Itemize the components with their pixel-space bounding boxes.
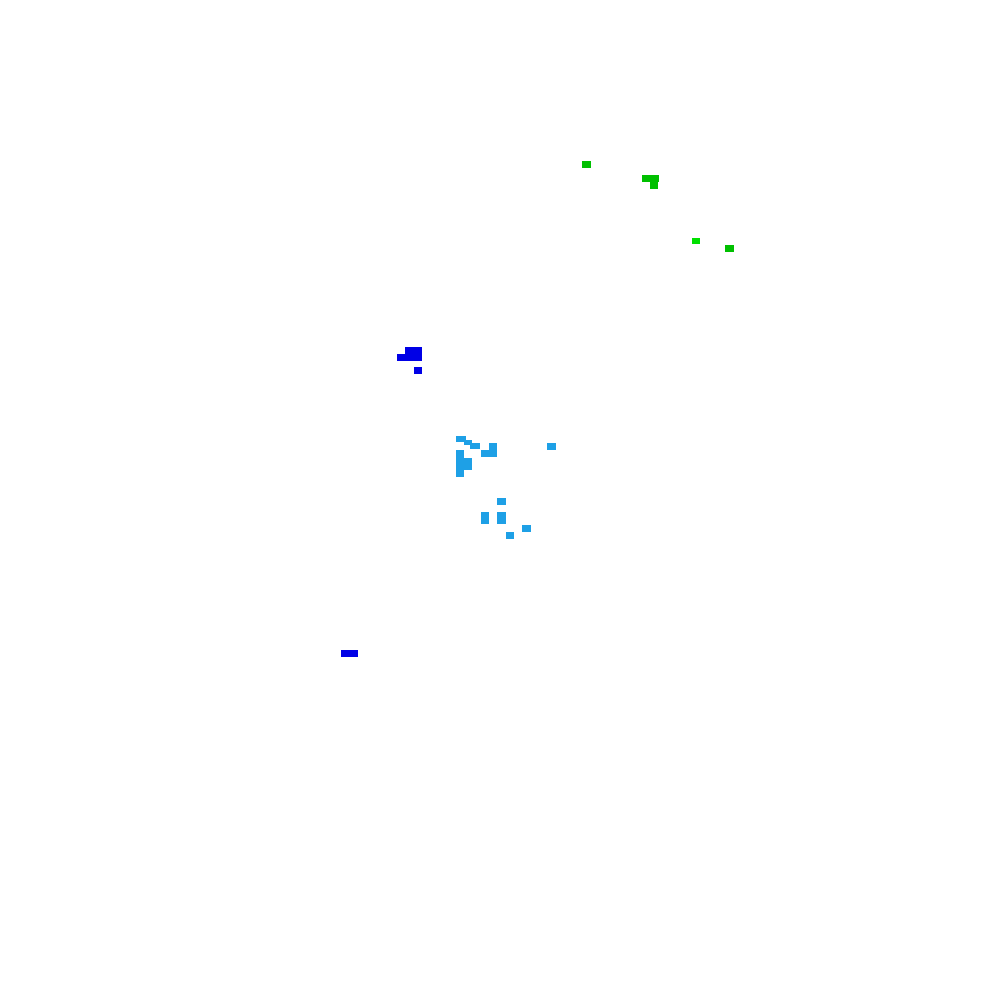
green-pixel <box>650 182 658 189</box>
light-blue-pixel <box>470 443 480 449</box>
light-blue-pixel <box>547 443 556 450</box>
green-pixel <box>692 238 700 244</box>
light-blue-pixel <box>497 498 506 505</box>
light-blue-pixel <box>456 450 464 458</box>
light-blue-pixel <box>481 450 497 457</box>
light-blue-pixel <box>456 436 466 442</box>
green-pixel <box>582 161 591 168</box>
blue-pixel <box>405 347 422 354</box>
light-blue-pixel <box>497 512 506 524</box>
blue-pixel <box>414 367 422 374</box>
light-blue-pixel <box>489 443 497 450</box>
green-pixel <box>642 175 659 182</box>
light-blue-pixel <box>481 512 489 524</box>
light-blue-pixel <box>456 470 464 477</box>
light-blue-pixel <box>506 532 514 539</box>
green-pixel <box>725 245 734 252</box>
light-blue-pixel <box>464 440 472 445</box>
blue-pixel <box>397 354 422 361</box>
light-blue-pixel <box>522 525 531 532</box>
blue-pixel <box>341 650 358 657</box>
light-blue-pixel <box>456 458 472 470</box>
